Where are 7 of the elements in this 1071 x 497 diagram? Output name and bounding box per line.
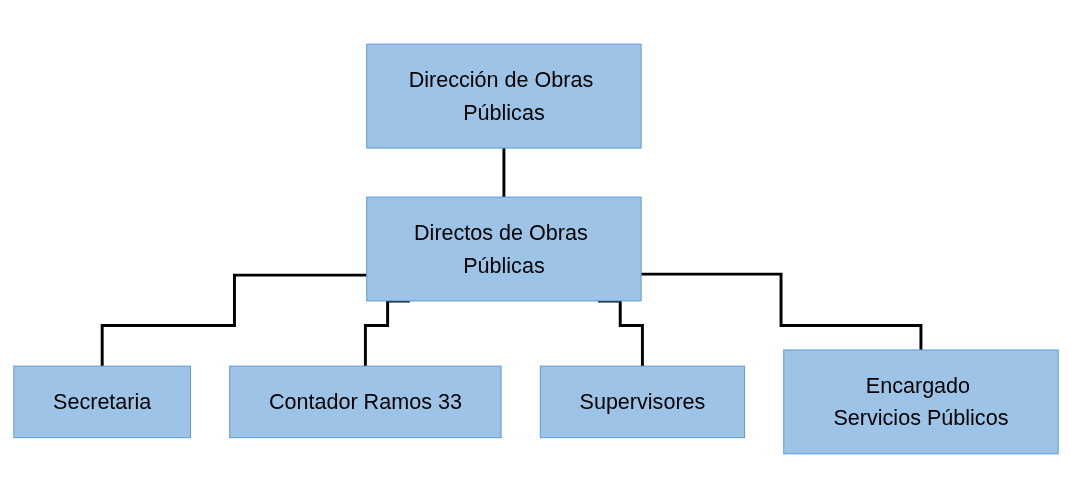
connector xyxy=(640,272,922,351)
node-box: Contador Ramos 33 xyxy=(228,365,502,438)
node-box: Supervisores xyxy=(539,365,745,438)
node-box: Encargado Servicios Públicos xyxy=(782,348,1059,454)
node-box: Dirección de Obras Públicas xyxy=(365,43,642,149)
node-box: Secretaria xyxy=(12,365,191,438)
node-box: Directos de Obras Públicas xyxy=(365,196,642,301)
